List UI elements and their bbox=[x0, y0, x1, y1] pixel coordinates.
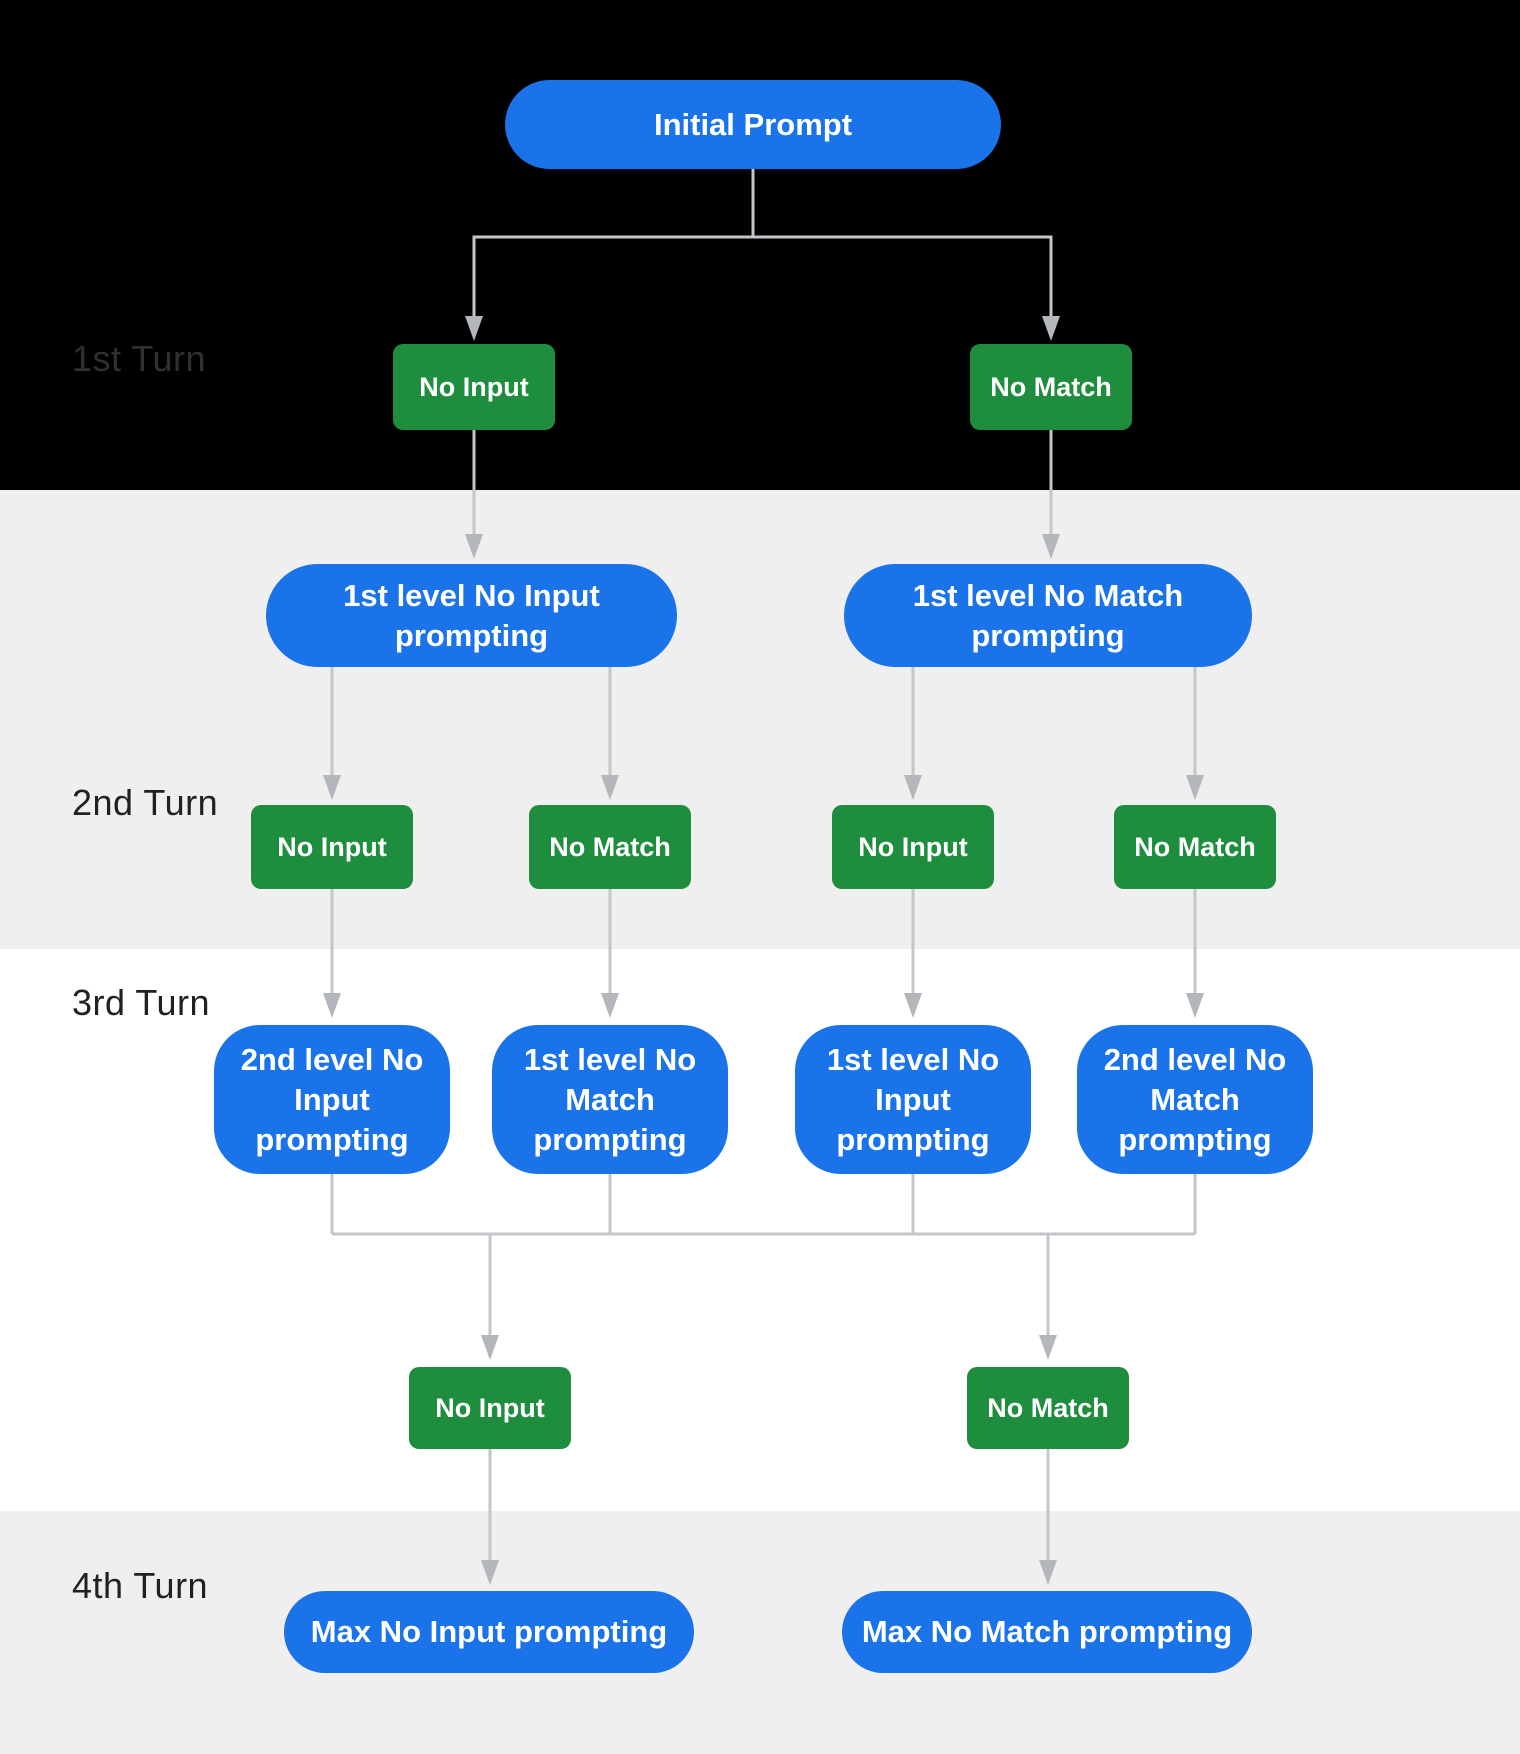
node-initial-prompt: Initial Prompt bbox=[505, 80, 1001, 169]
node-2nd-level-no-match-prompting: 2nd level No Match prompting bbox=[1077, 1025, 1313, 1174]
turn-label-3: 3rd Turn bbox=[72, 982, 211, 1023]
node-turn3-no-match: No Match bbox=[967, 1367, 1129, 1449]
node-turn2-right-no-input: No Input bbox=[832, 805, 994, 889]
node-turn2-right-no-match: No Match bbox=[1114, 805, 1276, 889]
turn-label-1: 1st Turn bbox=[72, 338, 207, 379]
node-turn2-left-no-input: No Input bbox=[251, 805, 413, 889]
section-turn-1-background bbox=[0, 0, 1520, 490]
node-turn2-left-no-match: No Match bbox=[529, 805, 691, 889]
node-2nd-level-no-input-prompting: 2nd level No Input prompting bbox=[214, 1025, 450, 1174]
node-max-no-match-prompting: Max No Match prompting bbox=[842, 1591, 1252, 1673]
node-turn1-no-input: No Input bbox=[393, 344, 555, 430]
node-level1-no-input-prompting: 1st level No Input prompting bbox=[266, 564, 677, 667]
node-turn3-no-input: No Input bbox=[409, 1367, 571, 1449]
node-turn1-no-match: No Match bbox=[970, 344, 1132, 430]
node-1st-level-no-input-prompting-b: 1st level No Input prompting bbox=[795, 1025, 1031, 1174]
turn-label-4: 4th Turn bbox=[72, 1565, 209, 1606]
turn-label-2: 2nd Turn bbox=[72, 782, 219, 823]
node-level1-no-match-prompting: 1st level No Match prompting bbox=[844, 564, 1252, 667]
section-turn-2-background bbox=[0, 490, 1520, 949]
node-max-no-input-prompting: Max No Input prompting bbox=[284, 1591, 694, 1673]
section-turn-4-background bbox=[0, 1511, 1520, 1754]
node-1st-level-no-match-prompting-b: 1st level No Match prompting bbox=[492, 1025, 728, 1174]
